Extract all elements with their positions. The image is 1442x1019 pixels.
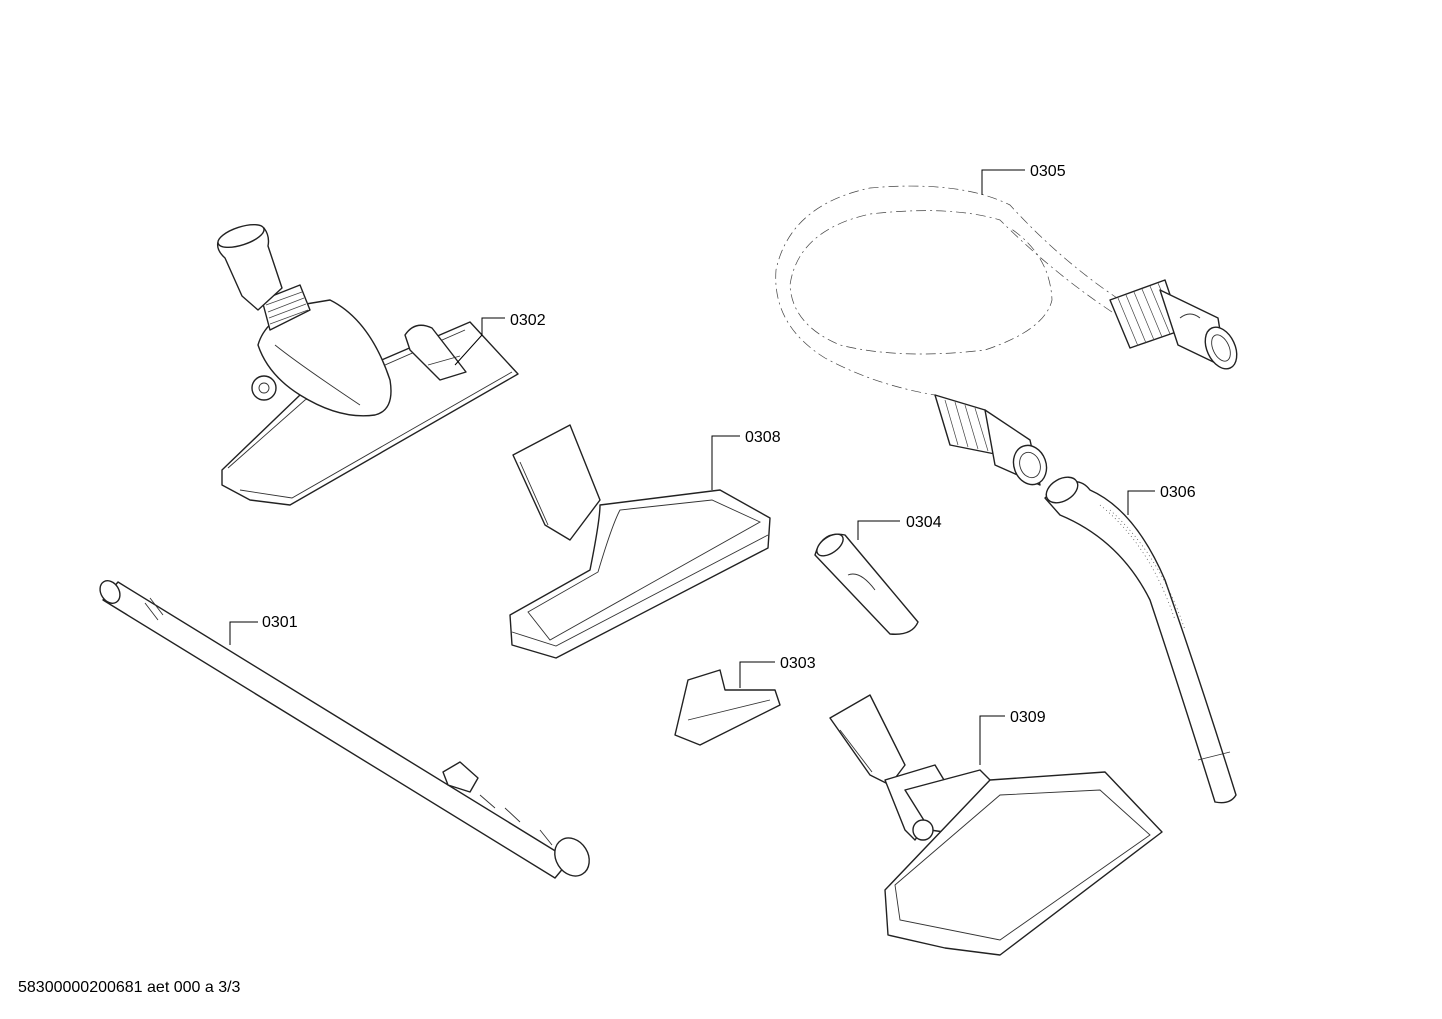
callout-0301: 0301 [262,614,298,631]
part-0303-upholstery-tool [674,669,781,746]
leader-0301 [229,621,258,645]
callout-0306: 0306 [1160,484,1196,501]
leader-0303 [739,661,775,688]
part-0304-crevice-tool [814,533,919,635]
leader-0304 [857,520,900,540]
leader-0306 [1127,490,1155,515]
leader-0302 [454,317,505,366]
leader-0308 [711,435,740,490]
callout-0305: 0305 [1030,163,1066,180]
callout-0303: 0303 [780,655,816,672]
callout-0302: 0302 [510,312,546,329]
callout-0304: 0304 [906,514,942,531]
part-0301-telescopic-tube [99,580,590,879]
callout-0309: 0309 [1010,709,1046,726]
part-0306-handle [1044,476,1237,804]
leader-0309 [979,715,1005,765]
part-0308-parquet-nozzle [509,424,771,659]
part-0302-floor-nozzle [216,223,519,506]
document-code: 58300000200681 aet 000 a 3/3 [18,979,241,996]
part-0305-hose [775,185,1238,486]
part-0309-combination-nozzle [829,694,1163,956]
leader-0305 [981,169,1025,195]
callout-0308: 0308 [745,429,781,446]
